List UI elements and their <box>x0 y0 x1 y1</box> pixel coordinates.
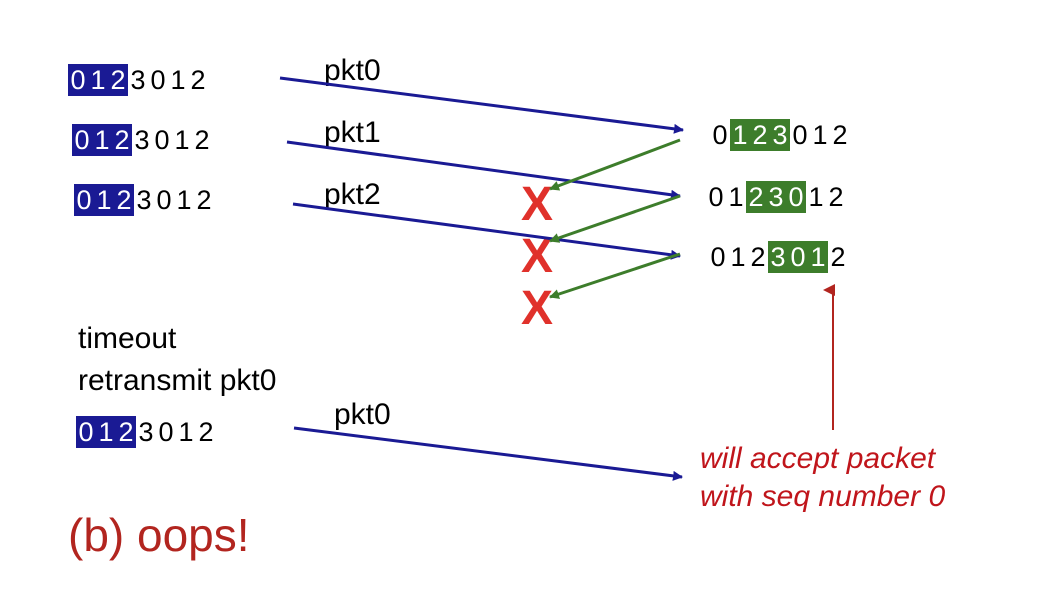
seq-number: 0 <box>710 242 726 272</box>
window-seq-number: 3 <box>768 241 788 273</box>
ack-arrow <box>549 252 681 299</box>
seq-number: 2 <box>196 185 212 215</box>
seq-number: 1 <box>728 182 744 212</box>
seq-number: 1 <box>730 242 746 272</box>
seq-number: 3 <box>138 417 154 447</box>
window-seq-number: 2 <box>750 119 770 151</box>
window-seq-number: 0 <box>786 181 806 213</box>
lost-ack-marker: X <box>520 282 553 335</box>
seq-number: 1 <box>170 65 186 95</box>
seq-number: 3 <box>134 125 150 155</box>
window-seq-number: 3 <box>766 181 786 213</box>
packet-label: pkt2 <box>324 178 381 211</box>
window-seq-number: 0 <box>72 124 92 156</box>
packet-arrow <box>279 76 684 134</box>
timeout-label: timeout <box>78 322 177 355</box>
packet-label: pkt0 <box>324 54 381 87</box>
packet-label: pkt1 <box>324 116 381 149</box>
window-seq-number: 2 <box>108 64 128 96</box>
window-seq-number: 1 <box>94 184 114 216</box>
lost-ack-marker: X <box>520 230 553 283</box>
retransmit-label: retransmit pkt0 <box>78 364 277 397</box>
seq-number: 2 <box>750 242 766 272</box>
receiver-note: will accept packet with seq number 0 <box>700 440 945 516</box>
ack-arrow <box>549 194 681 243</box>
window-seq-number: 0 <box>788 241 808 273</box>
window-seq-number: 3 <box>770 119 790 151</box>
seq-number: 3 <box>130 65 146 95</box>
seq-number: 0 <box>792 120 808 150</box>
seq-number: 2 <box>830 242 846 272</box>
seq-number: 1 <box>812 120 828 150</box>
note-line: with seq number 0 <box>700 480 946 513</box>
window-seq-number: 2 <box>746 181 766 213</box>
window-seq-number: 0 <box>68 64 88 96</box>
seq-number: 1 <box>174 125 190 155</box>
window-seq-number: 0 <box>76 416 96 448</box>
caption: (b) oops! <box>68 509 250 561</box>
window-seq-number: 1 <box>88 64 108 96</box>
seq-number: 3 <box>136 185 152 215</box>
lost-ack-marker: X <box>520 178 553 231</box>
seq-number: 2 <box>832 120 848 150</box>
seq-number: 2 <box>198 417 214 447</box>
packet-label: pkt0 <box>334 398 391 431</box>
seq-number: 2 <box>828 182 844 212</box>
seq-number: 1 <box>808 182 824 212</box>
seq-number: 2 <box>190 65 206 95</box>
seq-number: 0 <box>156 185 172 215</box>
seq-number: 1 <box>178 417 194 447</box>
window-seq-number: 2 <box>116 416 136 448</box>
window-seq-number: 1 <box>96 416 116 448</box>
window-seq-number: 1 <box>808 241 828 273</box>
packet-arrow <box>293 426 683 481</box>
seq-number: 0 <box>154 125 170 155</box>
seq-number: 0 <box>158 417 174 447</box>
packet-arrow <box>286 140 681 200</box>
seq-number: 1 <box>176 185 192 215</box>
seq-number: 2 <box>194 125 210 155</box>
window-seq-number: 2 <box>114 184 134 216</box>
window-seq-number: 1 <box>92 124 112 156</box>
window-seq-number: 1 <box>730 119 750 151</box>
seq-number: 0 <box>708 182 724 212</box>
packet-arrow <box>292 202 681 260</box>
ack-arrow <box>549 138 681 191</box>
seq-number: 0 <box>150 65 166 95</box>
window-seq-number: 0 <box>74 184 94 216</box>
seq-number: 0 <box>712 120 728 150</box>
window-seq-number: 2 <box>112 124 132 156</box>
note-line: will accept packet <box>700 442 936 475</box>
